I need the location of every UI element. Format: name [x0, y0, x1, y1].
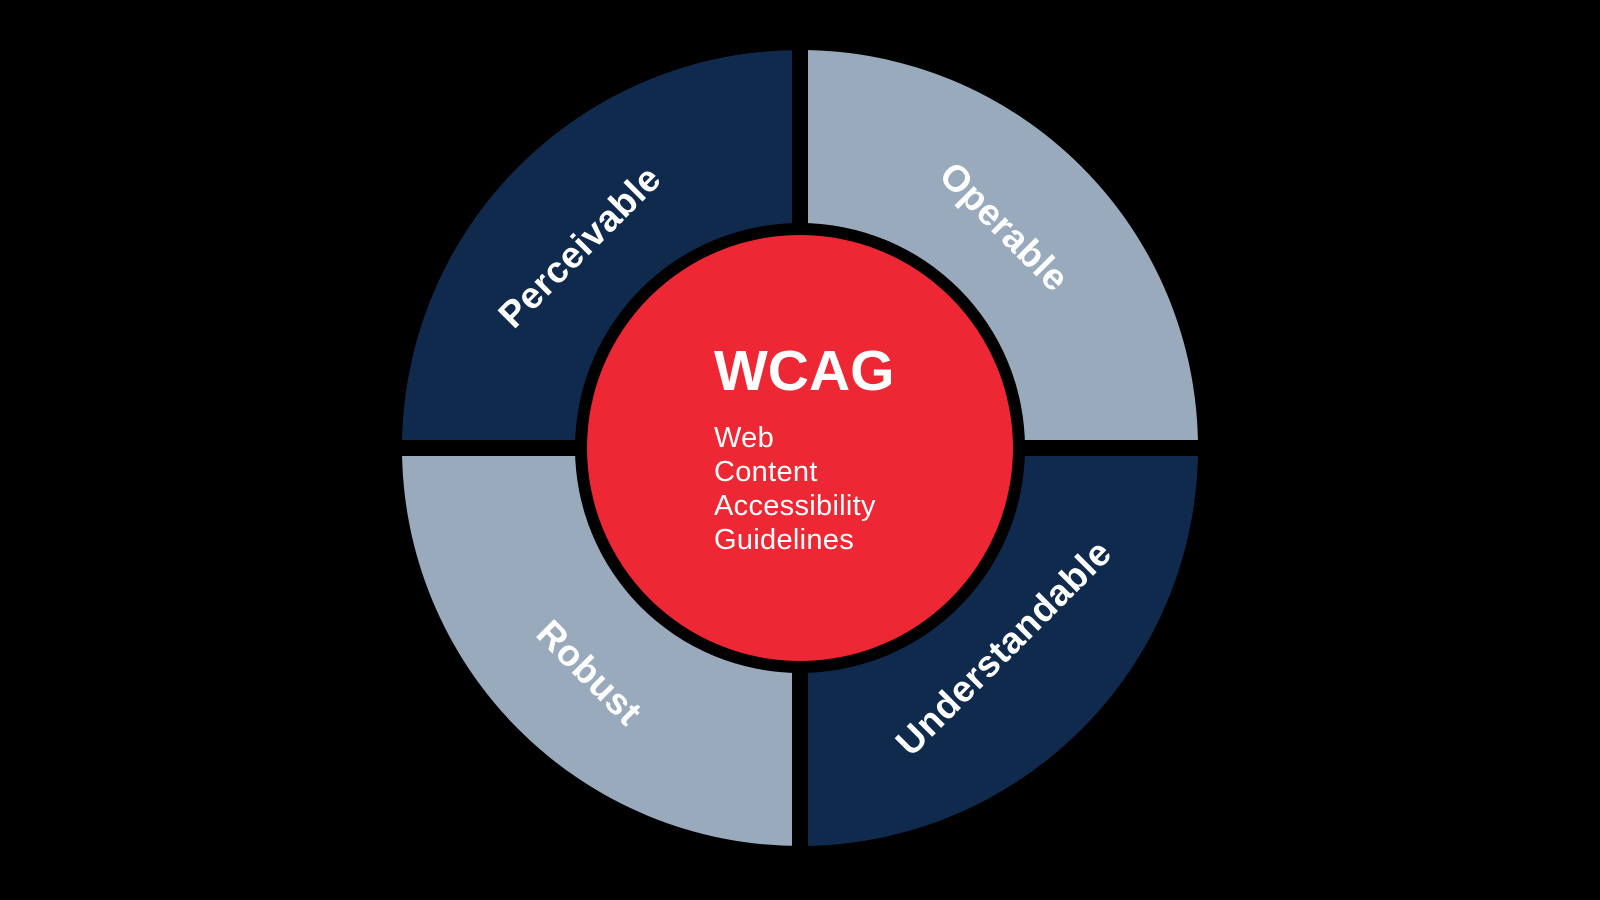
center-circle [587, 235, 1013, 661]
center-subtitle: Web Content Accessibility Guidelines [714, 421, 894, 557]
subtitle-line-accessibility: Accessibility [714, 490, 876, 522]
center-text-block: WCAG Web Content Accessibility Guideline… [714, 343, 894, 557]
subtitle-line-web: Web [714, 422, 775, 454]
subtitle-line-content: Content [714, 456, 818, 488]
center-title: WCAG [714, 339, 895, 403]
subtitle-line-guidelines: Guidelines [714, 524, 855, 556]
